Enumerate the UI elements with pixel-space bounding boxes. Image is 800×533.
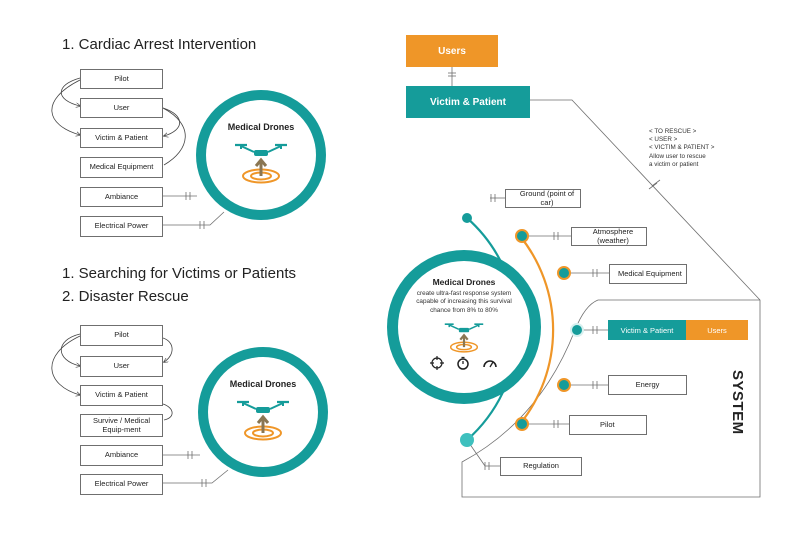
note-line: a victim or patient <box>649 160 699 168</box>
box-pilot: Pilot <box>80 325 163 346</box>
box-victim-patient: Victim & Patient <box>80 128 163 148</box>
note-line: < VICTIM & PATIENT > <box>649 144 715 152</box>
arc-node <box>557 266 571 280</box>
crosshair-icon <box>430 355 444 370</box>
medical-drones-circle: Medical Drones <box>198 347 328 477</box>
box-survive-medical-equipment: Survive / Medical Equip-ment <box>80 414 163 437</box>
arc-node <box>570 323 584 337</box>
box-electrical-power: Electrical Power <box>80 474 163 495</box>
drone-icon <box>444 323 484 353</box>
drone-icon <box>235 143 287 184</box>
box-medical-equipment: Medical Equipment <box>80 157 163 178</box>
arc-node <box>557 378 571 392</box>
feature-icons <box>430 355 498 370</box>
box-users: Users <box>686 320 748 340</box>
rescue-note: < TO RESCUE > < USER > < VICTIM & PATIEN… <box>649 128 714 169</box>
orange-arc <box>519 235 555 425</box>
circle-title: Medical Drones <box>227 122 295 132</box>
speedometer-icon <box>483 360 497 368</box>
arc-node <box>460 433 474 447</box>
stopwatch-icon <box>457 356 469 370</box>
section2-heading-a: 1. Searching for Victims or Patients <box>62 265 296 282</box>
system-label: SYSTEM <box>729 370 746 435</box>
box-medical-equipment: Medical Equipment <box>609 264 687 284</box>
box-regulation: Regulation <box>500 457 582 476</box>
center-title: Medical Drones <box>432 277 496 287</box>
victim-patient-label: Victim & Patient <box>406 86 530 118</box>
box-pilot: Pilot <box>80 69 163 89</box>
arc-node <box>515 417 529 431</box>
box-victim-patient: Victim & Patient <box>608 320 686 340</box>
box-ambiance: Ambiance <box>80 187 163 207</box>
arc-node <box>462 213 472 223</box>
box-energy: Energy <box>608 375 687 395</box>
drone-icon <box>237 400 289 441</box>
box-pilot: Pilot <box>569 415 647 435</box>
circle-title: Medical Drones <box>229 379 297 389</box>
box-ground: Ground (point of car) <box>505 189 581 208</box>
box-electrical-power: Electrical Power <box>80 216 163 237</box>
medical-drones-circle: Medical Drones <box>196 90 326 220</box>
note-line: < TO RESCUE > <box>649 128 697 135</box>
box-victim-patient: Victim & Patient <box>80 385 163 406</box>
box-atmosphere: Atmosphere (weather) <box>571 227 647 246</box>
users-label: Users <box>406 35 498 67</box>
note-line: < USER > <box>649 136 678 144</box>
box-user: User <box>80 356 163 377</box>
arc-node <box>515 229 529 243</box>
note-line: Allow user to rescue <box>649 152 706 160</box>
box-ambiance: Ambiance <box>80 445 163 466</box>
section1-heading: 1. Cardiac Arrest Intervention <box>62 36 257 53</box>
central-medical-drones-circle: Medical Drones create ultra-fast respons… <box>387 250 541 404</box>
center-description: create ultra-fast response system capabl… <box>416 290 512 314</box>
box-user: User <box>80 98 163 118</box>
section2-heading-b: 2. Disaster Rescue <box>62 288 189 305</box>
